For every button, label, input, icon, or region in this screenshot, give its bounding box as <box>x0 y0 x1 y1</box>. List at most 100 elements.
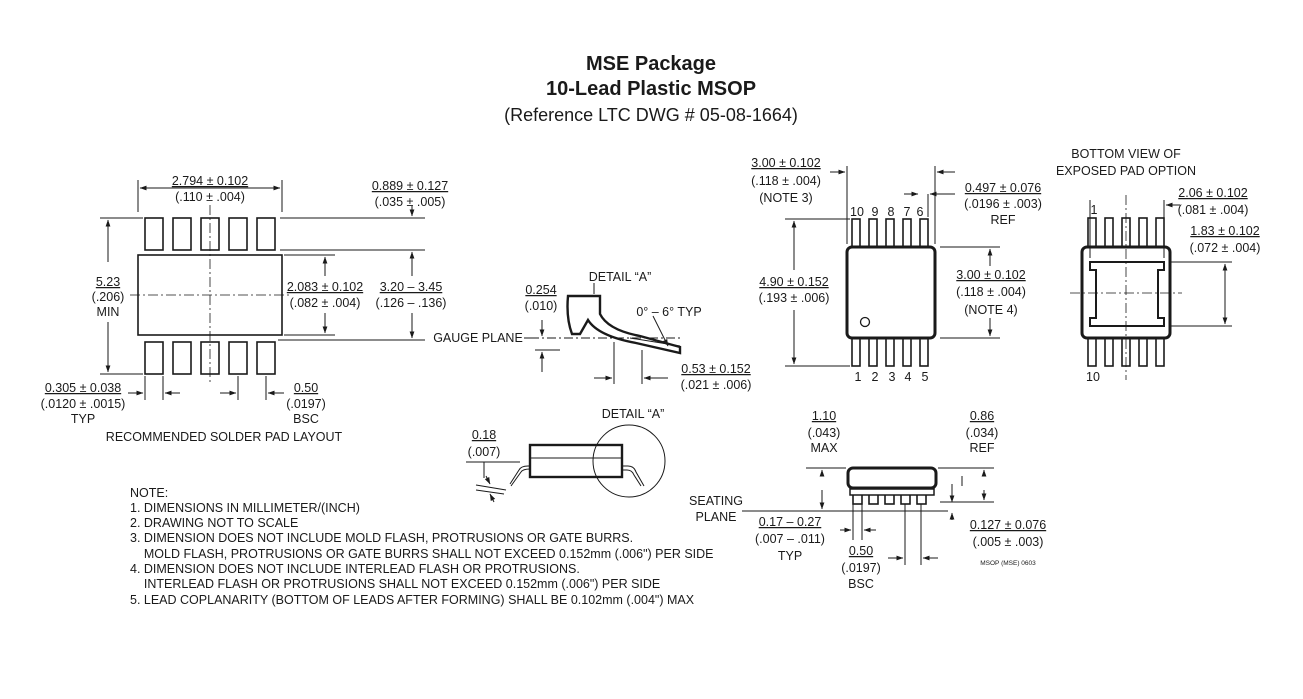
pitch-mm: 0.50 <box>294 381 318 395</box>
bottom-view: BOTTOM VIEW OF EXPOSED PAD OPTION 1 10 2… <box>1056 147 1260 384</box>
side-detail-label: DETAIL “A” <box>602 407 665 421</box>
note-line: 3. DIMENSION DOES NOT INCLUDE MOLD FLASH… <box>130 531 633 545</box>
solder-pad <box>228 217 248 251</box>
bottom-view-title-2: EXPOSED PAD OPTION <box>1056 164 1196 178</box>
pin-number: 9 <box>872 205 879 219</box>
bottom-pin-numbers: 1 2 3 4 5 <box>855 370 929 384</box>
pad-width-mm: 2.794 ± 0.102 <box>172 174 248 188</box>
standoff-in: (.005 ± .003) <box>973 535 1044 549</box>
profile-lead-w-mm: 0.17 – 0.27 <box>759 515 822 529</box>
span-mm: 3.20 – 3.45 <box>380 280 443 294</box>
note-line: INTERLEAD FLASH OR PROTRUSIONS SHALL NOT… <box>130 577 660 591</box>
pad-pitch-w-in: (.0120 ± .0015) <box>41 397 126 411</box>
pad-pitch-w-mm: 0.305 ± 0.038 <box>45 381 121 395</box>
bv-pad-h-in: (.072 ± .004) <box>1190 241 1261 255</box>
top-lead-w-in: (.0196 ± .003) <box>964 197 1042 211</box>
note-line: 4. DIMENSION DOES NOT INCLUDE INTERLEAD … <box>130 562 580 576</box>
center-pad-in: (.082 ± .004) <box>290 296 361 310</box>
left-lead <box>509 465 532 485</box>
max-height-in: (.043) <box>808 426 841 440</box>
detail-a-foot-mm: 0.53 ± 0.152 <box>681 362 750 376</box>
pin1-marker <box>859 316 871 328</box>
pad-width-in: (.110 ± .004) <box>175 190 245 204</box>
profile-pitch-in: (.0197) <box>841 561 881 575</box>
profile-lead-w-in: (.007 – .011) <box>755 532 825 546</box>
drawing-stamp: MSOP (MSE) 0603 <box>980 560 1036 567</box>
bottom-pad-row <box>144 341 276 375</box>
bv-pad-w-in: (.081 ± .004) <box>1178 203 1249 217</box>
profile-lead-w-note: TYP <box>778 549 802 563</box>
pitch-in: (.0197) <box>286 397 326 411</box>
pad-length-mm: 0.889 ± 0.127 <box>372 179 448 193</box>
top-lead-w-mm: 0.497 ± 0.076 <box>965 181 1041 195</box>
pad-length-in: (.035 ± .005) <box>375 195 446 209</box>
top-pad-row <box>144 217 276 251</box>
pad-pitch-w-note: TYP <box>71 412 95 426</box>
pin-number: 5 <box>922 370 929 384</box>
top-body-note: (NOTE 4) <box>964 303 1017 317</box>
height-note: MIN <box>97 305 120 319</box>
pin-number: 8 <box>888 205 895 219</box>
note-line: 5. LEAD COPLANARITY (BOTTOM OF LEADS AFT… <box>130 593 695 607</box>
detail-a: DETAIL “A” 0° – 6° TYP GAUGE PLANE 0.254… <box>433 270 751 392</box>
top-width-in: (.118 ± .004) <box>751 174 821 188</box>
detail-a-angle: 0° – 6° TYP <box>636 305 701 319</box>
bv-pad-h-mm: 1.83 ± 0.102 <box>1190 224 1259 238</box>
right-lead <box>622 465 645 487</box>
detail-a-label: DETAIL “A” <box>589 270 652 284</box>
seating-label-2: PLANE <box>696 510 737 524</box>
pitch-note: BSC <box>293 412 319 426</box>
top-overall-in: (.193 ± .006) <box>759 291 830 305</box>
angle-line <box>629 337 681 347</box>
title-line-2: 10-Lead Plastic MSOP <box>546 78 756 100</box>
bv-pin-10: 10 <box>1086 370 1100 384</box>
pin-number: 10 <box>850 205 864 219</box>
height-in: (.206) <box>92 290 125 304</box>
top-body-in: (.118 ± .004) <box>956 285 1026 299</box>
solder-pad <box>144 341 164 375</box>
note-line: MOLD FLASH, PROTRUSIONS OR GATE BURRS SH… <box>130 547 714 561</box>
side-thick-mm: 0.18 <box>472 428 496 442</box>
top-view: 10 9 8 7 6 1 2 3 4 5 3.00 ± 0.102 (.118 … <box>751 156 1042 384</box>
pin-number: 1 <box>855 370 862 384</box>
span-in: (.126 – .136) <box>376 296 447 310</box>
gauge-plane-label: GAUGE PLANE <box>433 331 523 345</box>
top-width-note: (NOTE 3) <box>759 191 812 205</box>
pin-number: 2 <box>872 370 879 384</box>
bottom-view-title-1: BOTTOM VIEW OF <box>1071 147 1181 161</box>
pin-number: 7 <box>904 205 911 219</box>
top-lead-w-note: REF <box>991 213 1016 227</box>
detail-circle <box>592 424 666 498</box>
note-line: 1. DIMENSIONS IN MILLIMETER/(INCH) <box>130 501 360 515</box>
pin-number: 4 <box>905 370 912 384</box>
profile-view: SEATING PLANE 1.10 (.043) MAX 0.86 (.034… <box>689 409 1046 591</box>
solder-pad-layout: 2.794 ± 0.102 (.110 ± .004) 0.889 ± 0.12… <box>41 174 449 444</box>
solder-pad-caption: RECOMMENDED SOLDER PAD LAYOUT <box>106 430 343 444</box>
height-mm: 5.23 <box>96 275 120 289</box>
solder-pad <box>256 341 276 375</box>
max-height-note: MAX <box>810 441 838 455</box>
detail-a-height-in: (.010) <box>525 299 558 313</box>
side-thick-in: (.007) <box>468 445 501 459</box>
max-height-mm: 1.10 <box>812 409 836 423</box>
solder-pad <box>144 217 164 251</box>
profile-body <box>846 466 938 490</box>
center-pad-mm: 2.083 ± 0.102 <box>287 280 363 294</box>
seating-label-1: SEATING <box>689 494 743 508</box>
top-overall-mm: 4.90 ± 0.152 <box>759 275 828 289</box>
notes: NOTE: 1. DIMENSIONS IN MILLIMETER/(INCH)… <box>130 486 714 607</box>
title-block: MSE Package 10-Lead Plastic MSOP (Refere… <box>504 53 798 125</box>
title-line-1: MSE Package <box>586 53 716 75</box>
top-view-bottom-leads <box>851 337 929 367</box>
pin-number: 3 <box>889 370 896 384</box>
pin-number: 6 <box>917 205 924 219</box>
side-view: DETAIL “A” 0.18 (.007) <box>466 407 666 503</box>
bv-pad-w-mm: 2.06 ± 0.102 <box>1178 186 1247 200</box>
solder-pad <box>256 217 276 251</box>
top-view-top-leads <box>851 218 929 249</box>
solder-pad <box>172 341 192 375</box>
profile-pitch-mm: 0.50 <box>849 544 873 558</box>
notes-heading: NOTE: <box>130 486 168 500</box>
title-line-3: (Reference LTC DWG # 05-08-1664) <box>504 105 798 125</box>
package-body <box>845 245 937 340</box>
